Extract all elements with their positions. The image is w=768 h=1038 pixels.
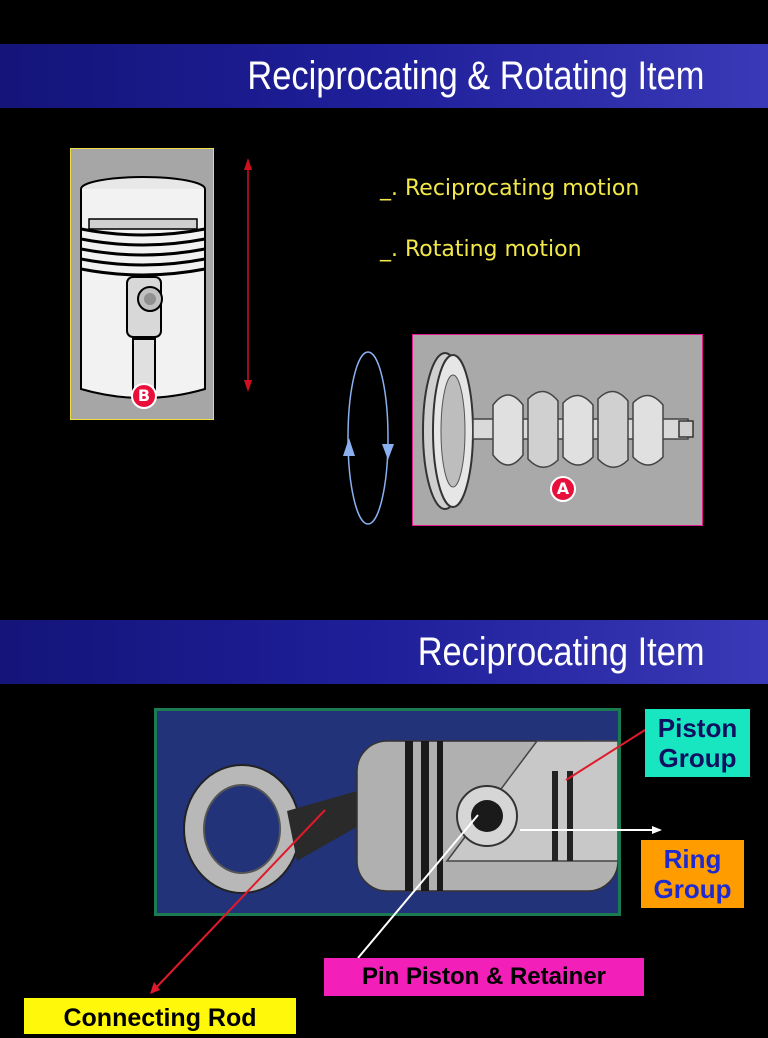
ring-group-label-line1: Ring [663, 844, 722, 874]
title-banner-2: Reciprocating Item [0, 620, 768, 684]
motion-item-rotating: _. Rotating motion [380, 237, 582, 262]
slide-title-2: Reciprocating Item [417, 630, 704, 674]
assembly-drawing [157, 711, 618, 913]
piston-group-label: Piston Group [645, 709, 750, 777]
title-banner: Reciprocating & Rotating Item [0, 44, 768, 108]
crankshaft-image: A [412, 334, 703, 526]
piston-group-label-line2: Group [658, 743, 737, 773]
marker-a-label: A [556, 479, 570, 498]
marker-b-label: B [137, 386, 151, 405]
crankshaft-drawing [422, 352, 694, 510]
motion-item-reciprocating: _. Reciprocating motion [380, 176, 640, 201]
piston-image: B [70, 148, 214, 420]
ring-group-label: Ring Group [641, 840, 744, 908]
connecting-rod-label: Connecting Rod [22, 996, 298, 1036]
piston-drawing [80, 176, 206, 400]
slide-title: Reciprocating & Rotating Item [247, 54, 704, 98]
piston-group-label-line1: Piston [657, 713, 738, 743]
pin-piston-label: Pin Piston & Retainer [324, 958, 644, 996]
ring-group-label-line2: Group [653, 874, 732, 904]
reciprocating-assembly-photo [154, 708, 621, 916]
